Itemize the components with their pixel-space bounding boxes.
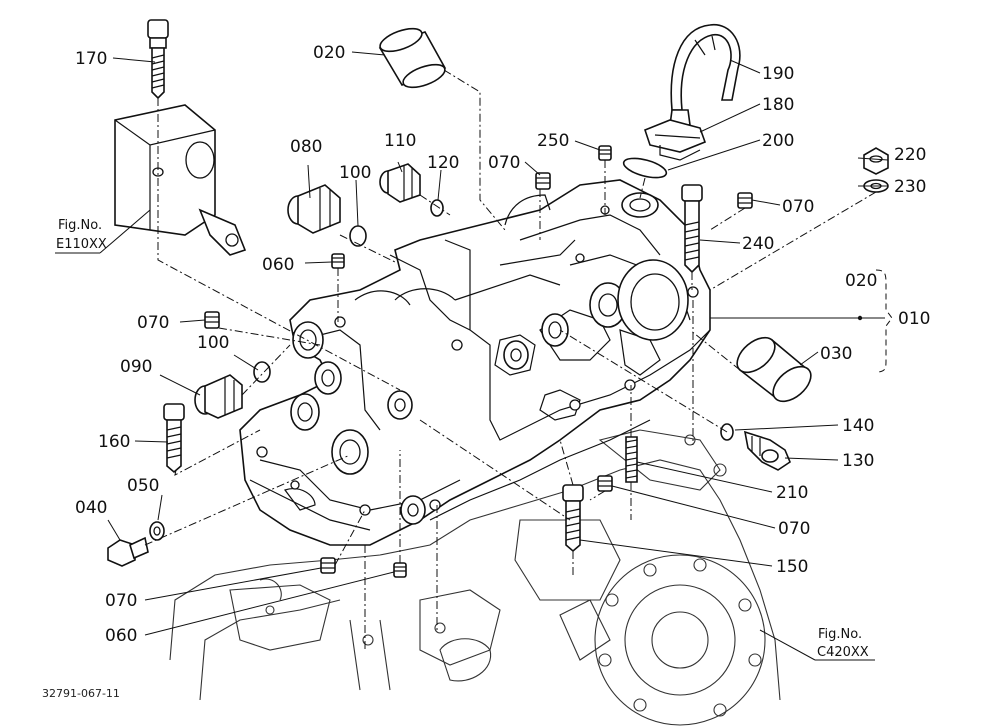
label-180: 180 [762,95,794,115]
leader-lines [55,51,889,661]
nut-220 [863,147,889,175]
label-070-bottom: 070 [105,591,137,611]
label-210: 210 [776,483,808,503]
bolt-240 [681,184,703,274]
label-020-group: 020 [845,271,877,291]
assembly-bracket-010 [875,269,893,373]
transmission-case-background [169,429,781,726]
part-number-labels: 170 020 190 180 200 250 080 110 120 100 … [75,43,930,646]
fig-ref-bottom-code: C420XX [817,645,869,660]
label-080: 080 [290,137,322,157]
label-150: 150 [776,557,808,577]
plug-070-left [204,311,220,329]
label-140: 140 [842,416,874,436]
plug-060-bottom [393,562,407,578]
o-ring-100-upper [349,225,367,247]
fitting-180 [644,109,707,161]
label-060-bottom: 060 [105,626,137,646]
bolt-170 [147,19,169,100]
bolt-150 [562,484,584,553]
fitting-080 [287,184,341,234]
label-190: 190 [762,64,794,84]
label-240: 240 [742,234,774,254]
label-220: 220 [894,145,926,165]
sleeve-020-top [378,27,447,89]
plug-070-bottom [320,557,336,574]
bolt-040 [107,536,149,567]
label-060-upper: 060 [262,255,294,275]
plug-070-right [737,192,753,209]
label-120: 120 [427,153,459,173]
label-020-top: 020 [313,43,345,63]
label-090: 090 [120,357,152,377]
sleeve-030 [736,336,812,403]
fig-ref-top-code: E110XX [56,237,107,252]
label-010: 010 [898,309,930,329]
label-050: 050 [127,476,159,496]
assembly-centerlines [144,69,877,650]
label-110: 110 [384,131,416,151]
label-130: 130 [842,451,874,471]
assembly-point-dot [857,315,863,321]
fitting-110 [379,163,421,203]
fig-ref-top-prefix: Fig.No. [58,218,102,233]
drawing-code: 32791-067-11 [42,687,120,700]
bracket-assembly [114,104,247,256]
bolt-160 [163,403,185,474]
fig-ref-bottom-prefix: Fig.No. [818,627,862,642]
o-ring-100-lower [253,361,271,383]
label-040: 040 [75,498,107,518]
plug-250 [598,145,612,161]
label-100-lower: 100 [197,333,229,353]
label-070-housing-top: 070 [488,153,520,173]
figure-reference-top: Fig.No. E110XX [56,218,107,252]
stud-210 [625,436,638,483]
fitting-090 [194,374,243,419]
plug-060-upper [331,253,345,269]
label-070-lower-right: 070 [778,519,810,539]
o-ring-120 [430,199,444,217]
label-100-upper: 100 [339,163,371,183]
label-160: 160 [98,432,130,452]
label-230: 230 [894,177,926,197]
label-250: 250 [537,131,569,151]
hydraulic-housing [239,179,711,546]
label-030: 030 [820,344,852,364]
o-ring-200 [622,157,668,179]
plug-070-housing-top [535,172,551,190]
label-070-right: 070 [782,197,814,217]
label-200: 200 [762,131,794,151]
figure-reference-bottom: Fig.No. C420XX [817,627,869,660]
plug-070-lower-right [597,475,613,492]
hose-190 [670,24,741,111]
elbow-fitting-130 [743,430,791,471]
label-170: 170 [75,49,107,69]
label-070-left: 070 [137,313,169,333]
